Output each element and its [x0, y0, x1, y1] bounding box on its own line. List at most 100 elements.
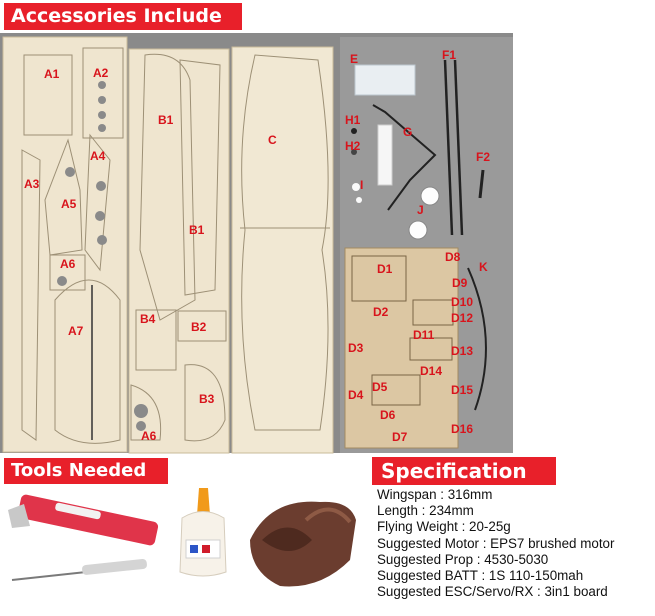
- spec-esc-servo-rx: Suggested ESC/Servo/RX : 3in1 board: [377, 584, 608, 600]
- label-f2: F2: [476, 150, 490, 164]
- label-b4: B4: [140, 312, 156, 326]
- label-d12: D12: [451, 311, 473, 325]
- balsa-sheet-b: [128, 48, 230, 454]
- label-k: K: [479, 260, 488, 274]
- label-i: I: [360, 178, 363, 192]
- part-h1-screws: [351, 128, 357, 134]
- label-d4: D4: [348, 388, 364, 402]
- label-a2: A2: [93, 66, 109, 80]
- label-a7: A7: [68, 324, 84, 338]
- hole: [98, 96, 106, 104]
- label-h1: H1: [345, 113, 361, 127]
- accessories-header: Accessories Include: [4, 3, 242, 30]
- part-a5-outline: [44, 138, 83, 256]
- hole: [134, 404, 148, 418]
- part-c-wing-outline: [241, 54, 329, 431]
- part-f1-rod-2: [453, 59, 464, 236]
- part-g-block: [377, 124, 393, 186]
- spec-prop: Suggested Prop : 4530-5030: [377, 551, 549, 567]
- label-d1: D1: [377, 262, 393, 276]
- label-d6: D6: [380, 408, 396, 422]
- part-f1-rod: [443, 59, 454, 236]
- label-a6-second: A6: [141, 429, 157, 443]
- label-b3: B3: [199, 392, 215, 406]
- spec-wingspan: Wingspan : 316mm: [377, 487, 493, 502]
- hole: [98, 124, 106, 132]
- spec-flying-weight: Flying Weight : 20-25g: [377, 519, 511, 535]
- label-h2: H2: [345, 139, 361, 153]
- part-b1b-outline: [179, 59, 221, 296]
- part-b4-outline: [135, 309, 177, 371]
- part-f2-rod: [478, 169, 485, 199]
- label-d13: D13: [451, 344, 473, 358]
- part-d-plywood-sheet: [344, 247, 459, 449]
- tools-header: Tools Needed: [4, 458, 168, 484]
- screwdriver-icon: [11, 558, 147, 581]
- label-d9: D9: [452, 276, 468, 290]
- label-a5: A5: [61, 197, 77, 211]
- label-d2: D2: [373, 305, 389, 319]
- hole: [96, 181, 106, 191]
- label-a3: A3: [24, 177, 40, 191]
- part-a1-outline: [23, 54, 73, 136]
- part-i-washer-2: [356, 197, 362, 203]
- part-b3-outline: [184, 364, 226, 442]
- part-a6-outline: [49, 254, 86, 291]
- spec-motor: Suggested Motor : EPS7 brushed motor: [377, 535, 615, 551]
- glue-bottle-icon: [179, 488, 227, 577]
- label-f1: F1: [442, 48, 456, 62]
- part-a6b-outline: [130, 384, 162, 441]
- label-d14: D14: [420, 364, 442, 378]
- label-j: J: [417, 203, 424, 217]
- hole: [57, 276, 67, 286]
- part-b2-outline: [177, 310, 227, 342]
- label-a6: A6: [60, 257, 76, 271]
- label-b2: B2: [191, 320, 207, 334]
- part-j-wheel-2: [408, 220, 428, 240]
- spec-battery: Suggested BATT : 1S 110-150mah: [377, 568, 584, 584]
- label-d8: D8: [445, 250, 461, 264]
- spec-length: Length : 234mm: [377, 503, 474, 519]
- hole: [65, 167, 75, 177]
- hole: [98, 81, 106, 89]
- label-d7: D7: [392, 430, 408, 444]
- label-d11: D11: [413, 328, 435, 342]
- label-d10: D10: [451, 295, 473, 309]
- part-a3-outline: [21, 149, 41, 441]
- label-d5: D5: [372, 380, 388, 394]
- part-g-gear-wire: [372, 104, 437, 211]
- label-d16: D16: [451, 422, 473, 436]
- part-d5-outline: [371, 374, 421, 406]
- part-j-wheel: [420, 186, 440, 206]
- specification-header: Specification: [372, 457, 556, 485]
- label-b1-second: B1: [189, 223, 205, 237]
- label-a4: A4: [90, 149, 106, 163]
- label-d3: D3: [348, 341, 364, 355]
- hole: [136, 421, 146, 431]
- part-a7-outline: [54, 279, 121, 444]
- balsa-sheet-c: [231, 46, 334, 454]
- label-a1: A1: [44, 67, 60, 81]
- part-d1-outline: [351, 255, 407, 302]
- part-k-pushrod: [467, 267, 487, 411]
- sandpaper-icon: [250, 501, 356, 587]
- part-i-washer: [352, 183, 360, 191]
- label-d15: D15: [451, 383, 473, 397]
- part-b1-outline: [139, 53, 196, 321]
- hole: [97, 235, 107, 245]
- part-a4-outline: [84, 133, 111, 272]
- label-e: E: [350, 52, 358, 66]
- label-b1: B1: [158, 113, 174, 127]
- part-d13-outline: [409, 337, 453, 361]
- label-g: G: [403, 125, 412, 139]
- hobby-knife-icon: [8, 494, 159, 546]
- part-a2-outline: [82, 47, 124, 139]
- part-h2-bolts: [351, 149, 357, 155]
- hole: [98, 111, 106, 119]
- part-d10-outline: [412, 299, 454, 326]
- label-c: C: [268, 133, 277, 147]
- part-e-canopy: [354, 64, 416, 96]
- hole: [95, 211, 105, 221]
- specification-list: Wingspan : 316mm Length : 234mm Flying W…: [377, 487, 614, 600]
